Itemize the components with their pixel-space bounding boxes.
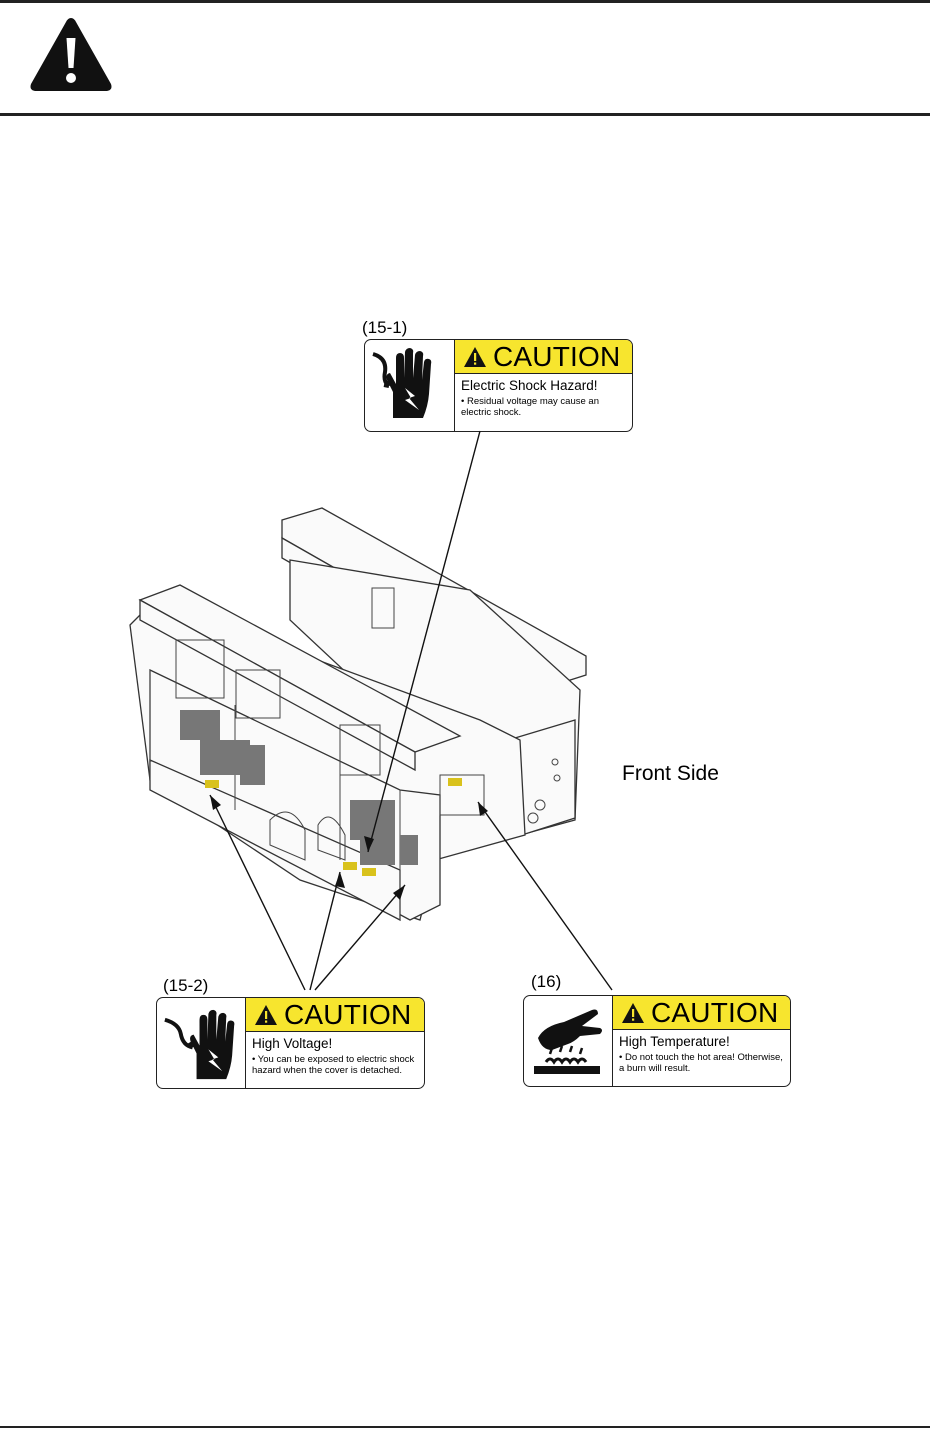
- caution-triangle-icon: [621, 1002, 645, 1024]
- caution-label-16: CAUTION High Temperature! • Do not touch…: [523, 995, 791, 1087]
- footer-rule: [0, 1426, 930, 1428]
- caution-word: CAUTION: [651, 997, 778, 1029]
- caution-word: CAUTION: [284, 999, 411, 1031]
- caution-band: CAUTION: [246, 998, 424, 1032]
- electric-shock-hand-icon: [157, 998, 246, 1088]
- hazard-title: High Temperature!: [619, 1034, 790, 1049]
- label-body: CAUTION High Voltage! • You can be expos…: [246, 998, 424, 1088]
- hazard-title: High Voltage!: [252, 1036, 424, 1051]
- front-side-label: Front Side: [622, 762, 719, 786]
- hazard-description: • Do not touch the hot area! Otherwise, …: [619, 1052, 786, 1074]
- caution-triangle-icon: [254, 1004, 278, 1026]
- label-tag-16: (16): [531, 972, 561, 992]
- hot-surface-hand-icon: [524, 996, 613, 1086]
- label-tag-15-2: (15-2): [163, 976, 208, 996]
- caution-band: CAUTION: [613, 996, 790, 1030]
- hazard-description: • You can be exposed to electric shock h…: [252, 1054, 420, 1076]
- label-body: CAUTION High Temperature! • Do not touch…: [613, 996, 790, 1086]
- caution-label-15-2: CAUTION High Voltage! • You can be expos…: [156, 997, 425, 1089]
